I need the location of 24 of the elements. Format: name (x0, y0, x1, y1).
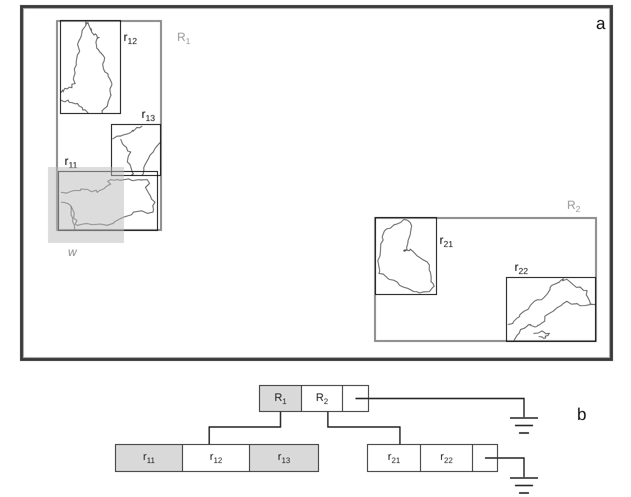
box-label: R$_{2}$ (567, 198, 580, 212)
connector-line (485, 457, 525, 477)
entry-cell: r$_{21}$ (367, 444, 421, 472)
entry-cell: R$_{1}$ (259, 385, 302, 412)
panel-letter: b (577, 405, 586, 424)
pointer-cell (342, 385, 369, 412)
window-label: w (68, 245, 77, 259)
ground-icon (508, 477, 540, 494)
entry-cell: r$_{22}$ (420, 444, 473, 472)
connector-line (208, 412, 282, 444)
connector-line (327, 412, 401, 444)
panel-letter: a (596, 14, 606, 33)
box-label: r$_{11}$ (64, 154, 78, 168)
box-label: r$_{21}$ (440, 232, 454, 246)
connector-line (356, 398, 525, 417)
box-label: r$_{13}$ (142, 106, 156, 120)
box-label: R$_{1}$ (177, 30, 190, 44)
pointer-cell (472, 444, 498, 472)
entry-cell: r$_{11}$ (115, 444, 183, 472)
ground-icon (508, 417, 540, 434)
entry-cell: r$_{13}$ (249, 444, 319, 472)
box-label: r$_{22}$ (514, 260, 528, 274)
entry-cell: R$_{2}$ (301, 385, 343, 412)
box-label: r$_{12}$ (124, 30, 138, 44)
